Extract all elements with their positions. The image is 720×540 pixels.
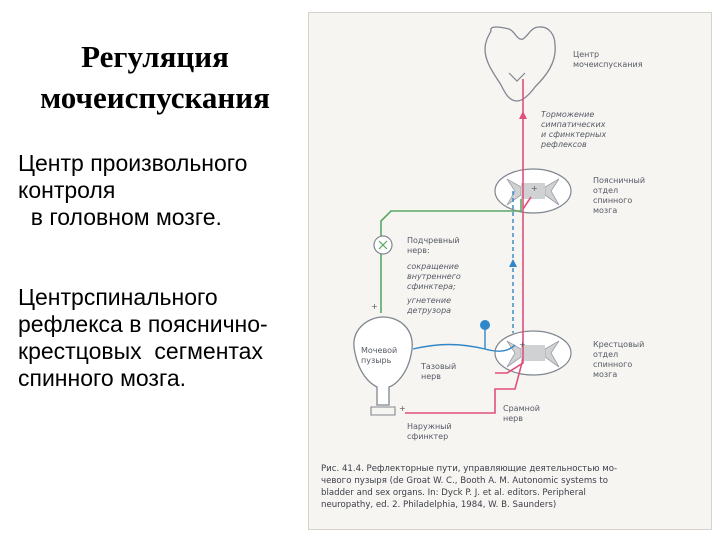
svg-text:Поясничный: Поясничный	[593, 176, 645, 185]
svg-text:чевого пузыря (de Groat W. C.,: чевого пузыря (de Groat W. C., Booth A. …	[321, 476, 608, 486]
label-lumbar: Поясничный отдел спинного мозга	[593, 176, 645, 215]
label-bladder: Мочевой пузырь	[361, 346, 397, 365]
text-line: спинного мозга.	[18, 365, 187, 391]
sacral-segment	[494, 330, 572, 376]
reflex-pathways-figure: Центр мочеиспускания Торможение симпатич…	[308, 12, 712, 530]
text-line: Центр произвольного	[18, 150, 248, 176]
svg-text:Подчревный: Подчревный	[407, 236, 460, 245]
text-line: Центрспинального	[18, 284, 218, 310]
svg-text:детрузора: детрузора	[406, 306, 451, 315]
svg-text:Торможение: Торможение	[541, 110, 594, 119]
dorsal-root-ganglion	[480, 320, 490, 330]
svg-text:Рис. 41.4. Рефлекторные пути,: Рис. 41.4. Рефлекторные пути, управляющи…	[321, 464, 617, 474]
svg-text:отдел: отдел	[593, 186, 618, 195]
label-pudendal: Срамной нерв	[503, 404, 540, 423]
label-pelvic: Тазовый нерв	[420, 362, 456, 381]
text-line: крестцовых сегментах	[18, 338, 263, 364]
svg-text:нерв: нерв	[421, 372, 441, 381]
pink-efferent-pathway	[405, 79, 532, 414]
text-line: в головном мозге.	[18, 204, 222, 230]
label-sacral: Крестцовый отдел спинного мозга	[593, 340, 644, 379]
svg-text:симпатических: симпатических	[541, 120, 606, 129]
label-inhibition: Торможение симпатических и сфинктерных р…	[540, 110, 606, 149]
svg-text:рефлексов: рефлексов	[540, 140, 587, 149]
label-external-sphincter: Наружный сфинктер	[407, 422, 452, 441]
svg-text:отдел: отдел	[593, 350, 618, 359]
svg-text:Срамной: Срамной	[503, 404, 540, 413]
svg-text:нерв:: нерв:	[407, 246, 430, 255]
svg-text:+: +	[371, 302, 378, 311]
brain-center-outline	[484, 26, 556, 102]
svg-text:сфинктер: сфинктер	[407, 432, 448, 441]
title-line-1: Регуляция	[81, 39, 229, 74]
svg-text:Тазовый: Тазовый	[420, 362, 456, 371]
svg-text:Мочевой: Мочевой	[361, 346, 397, 355]
svg-text:Крестцовый: Крестцовый	[593, 340, 644, 349]
svg-text:спинного: спинного	[593, 196, 632, 205]
svg-text:Наружный: Наружный	[407, 422, 452, 431]
bladder	[353, 316, 413, 416]
svg-text:внутреннего: внутреннего	[407, 272, 461, 281]
svg-text:сфинктера;: сфинктера;	[407, 282, 456, 291]
svg-text:+: +	[399, 404, 406, 413]
blue-arrow-up	[509, 259, 517, 267]
svg-text:+: +	[531, 184, 538, 193]
svg-text:мозга: мозга	[593, 370, 617, 379]
hypogastric-ganglion	[373, 235, 393, 255]
figure-caption: Рис. 41.4. Рефлекторные пути, управляющи…	[321, 464, 617, 510]
svg-text:угнетение: угнетение	[406, 296, 451, 305]
svg-text:neuropathy, ed. 2. Philadelphi: neuropathy, ed. 2. Philadelphia, 1984, W…	[321, 500, 556, 510]
svg-text:сокращение: сокращение	[407, 262, 459, 271]
pink-arrow-up	[519, 111, 527, 119]
svg-text:спинного: спинного	[593, 360, 632, 369]
svg-text:пузырь: пузырь	[361, 356, 392, 365]
lumbar-segment	[494, 168, 572, 214]
svg-text:мочеиспускания: мочеиспускания	[573, 60, 643, 69]
svg-text:и сфинктерных: и сфинктерных	[541, 130, 606, 139]
svg-text:+: +	[519, 340, 526, 349]
brain-center-notch	[508, 72, 526, 82]
label-brain-center: Центр мочеиспускания	[573, 50, 643, 69]
svg-text:Центр: Центр	[573, 50, 599, 59]
label-hypogastric-effects: сокращение внутреннего сфинктера; угнете…	[406, 262, 461, 315]
text-line: рефлекса в пояснично-	[18, 311, 268, 337]
label-hypogastric: Подчревный нерв:	[407, 236, 460, 255]
reflex-diagram: Центр мочеиспускания Торможение симпатич…	[321, 26, 645, 510]
svg-text:мозга: мозга	[593, 206, 617, 215]
svg-text:bladder and sex organs. In: Dy: bladder and sex organs. In: Dyck P. J. e…	[321, 488, 586, 498]
title-line-2: мочеиспускания	[40, 80, 270, 115]
plus-signs: + + + +	[371, 184, 538, 413]
svg-text:нерв: нерв	[503, 414, 523, 423]
slide-title: Регуляция мочеиспускания	[0, 36, 310, 118]
text-line: контроля	[18, 177, 116, 203]
